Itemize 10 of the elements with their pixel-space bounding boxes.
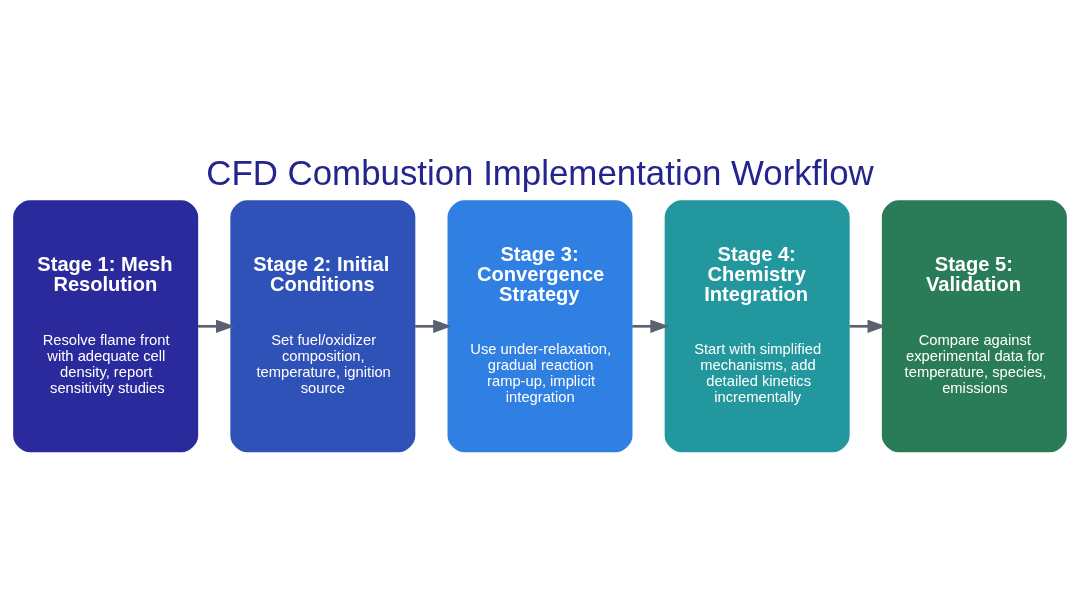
node-box: Stage 3: Convergence Strategy Use under-relaxation, gradual reaction ramp-up, implicit integration <box>447 200 633 453</box>
node-box: Stage 5: Validation Compare against experimental data for temperature, species, emissions <box>881 200 1067 453</box>
node-box: Stage 1: Mesh Resolution Resolve flame front with adequate cell density, report sensitivity studies <box>13 200 199 453</box>
node-box: Stage 4: Chemistry Integration Start with simplified mechanisms, add detailed kinetics incrementally <box>664 200 850 453</box>
arrow <box>415 319 452 333</box>
arrow <box>632 319 670 333</box>
node-box: Stage 2: Initial Conditions Set fuel/oxidizer composition, temperature, ignition source <box>230 200 416 453</box>
diagram-title: CFD Combustion Implementation Workflow <box>206 152 874 192</box>
arrow <box>197 319 235 333</box>
arrow <box>849 319 887 333</box>
